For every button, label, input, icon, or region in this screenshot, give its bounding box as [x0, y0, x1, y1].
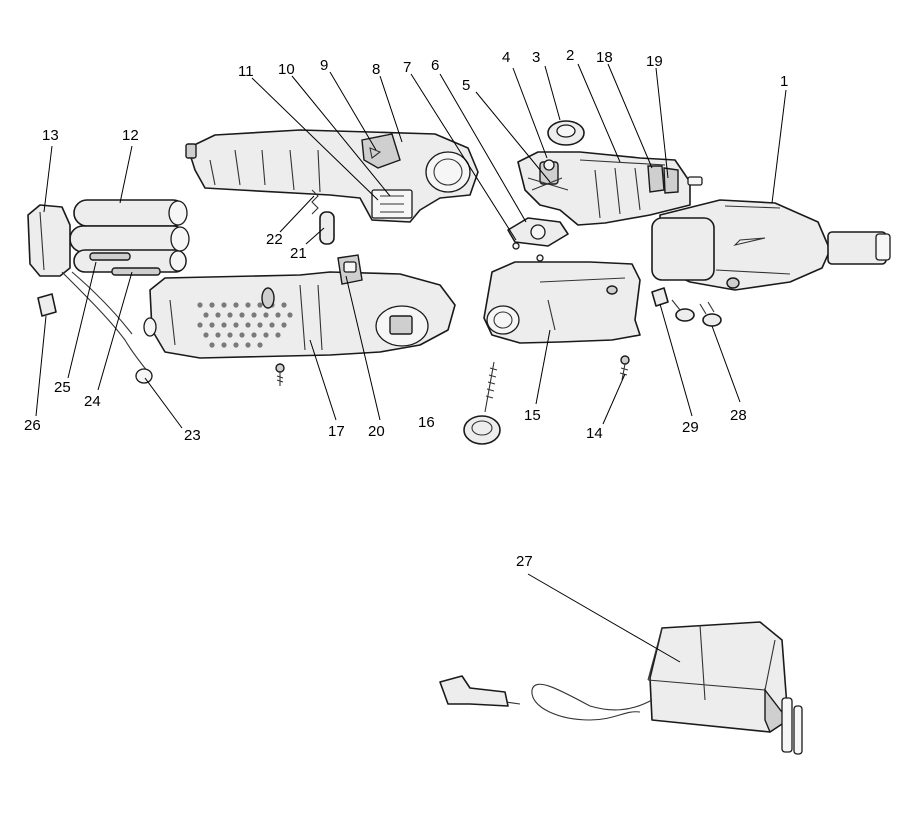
part-15-lower-housing	[483, 261, 641, 344]
callout-28: 28	[730, 407, 747, 424]
callout-19: 19	[646, 53, 663, 70]
callout-23: 23	[184, 427, 201, 444]
callout-21: 21	[290, 245, 307, 262]
callout-15: 15	[524, 407, 541, 424]
callout-16: 16	[418, 414, 435, 431]
callout-26: 26	[24, 417, 41, 434]
part-21-pin	[319, 211, 335, 245]
callout-22: 22	[266, 231, 283, 248]
callout-29: 29	[682, 419, 699, 436]
callout-12: 12	[122, 127, 139, 144]
part-3-ring	[547, 120, 585, 146]
callout-4: 4	[502, 49, 510, 66]
callout-10: 10	[278, 61, 295, 78]
callout-14: 14	[586, 425, 603, 442]
part-17-main-body	[143, 271, 456, 359]
part-12-battery-pack	[69, 199, 190, 276]
part-6-plate	[507, 217, 569, 262]
callout-labels: 1 2 3 4 5 6 7 8 9 10 11 12 13 14 15 16 1…	[24, 47, 788, 570]
part-16-screw-knob	[463, 361, 501, 445]
callout-8: 8	[372, 61, 380, 78]
callout-20: 20	[368, 423, 385, 440]
part-14-screw	[619, 355, 630, 381]
part-20-button	[337, 254, 363, 285]
part-28-discs	[671, 299, 722, 327]
callout-9: 9	[320, 57, 328, 74]
callout-13: 13	[42, 127, 59, 144]
callout-11: 11	[238, 63, 254, 80]
callout-7: 7	[403, 59, 411, 76]
leader-lines	[35, 63, 787, 663]
part-4-gear	[527, 159, 569, 191]
callout-27: 27	[516, 553, 533, 570]
part-screw-left	[275, 363, 285, 386]
callout-24: 24	[84, 393, 101, 410]
callout-1: 1	[780, 73, 788, 90]
part-27-charger	[439, 621, 803, 755]
callout-25: 25	[54, 379, 71, 396]
part-23-wire	[61, 271, 153, 384]
callout-5: 5	[462, 77, 470, 94]
callout-17: 17	[328, 423, 345, 440]
part-29-cap	[651, 287, 669, 307]
part-26-clip	[37, 293, 57, 317]
callout-3: 3	[532, 49, 540, 66]
callout-18: 18	[596, 49, 613, 66]
part-13-end-cap	[27, 204, 71, 277]
callout-2: 2	[566, 47, 574, 64]
part-8-upper-left-housing	[185, 129, 479, 223]
part-1-nose-housing	[651, 199, 891, 291]
callout-6: 6	[431, 57, 439, 74]
part-22-spring	[311, 189, 319, 215]
